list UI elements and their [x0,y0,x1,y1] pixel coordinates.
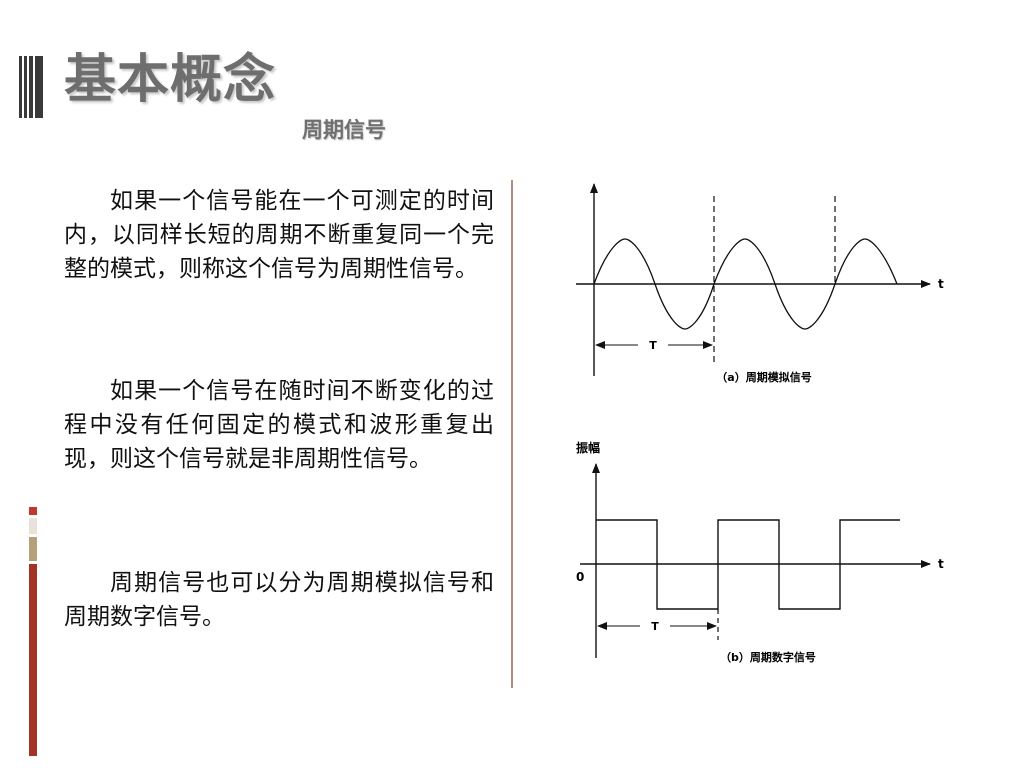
slide-title: 基本概念 [64,50,277,110]
figure-periodic-analog: T t （a）周期模拟信号 [576,183,944,384]
accent-bar-red-small [29,507,37,515]
analog-sine-wave [593,238,898,330]
paragraph-signal-types: 周期信号也可以分为周期模拟信号和周期数字信号。 [64,570,494,630]
digital-origin-label: 0 [576,570,584,584]
column-divider [511,180,513,688]
digital-t-label: t [938,557,944,571]
paragraph-periodic-definition: 如果一个信号能在一个可测定的时间内，以同样长短的周期不断重复同一个完整的模式，则… [64,188,494,282]
title-decoration [19,56,43,118]
digital-period-label: T [651,620,659,633]
digital-y-label: 振幅 [576,440,600,455]
analog-t-label: t [938,277,944,291]
digital-caption: （b）周期数字信号 [720,650,816,664]
accent-bar-red-long [29,564,37,756]
analog-period-label: T [649,339,657,352]
slide-subtitle: 周期信号 [302,118,386,142]
analog-caption: （a）周期模拟信号 [716,370,811,384]
accent-bar-tan [29,537,37,561]
digital-square-wave [596,519,900,610]
figure-periodic-digital: 振幅 0 T t （b）周期数字信号 [576,440,944,664]
paragraph-aperiodic-definition: 如果一个信号在随时间不断变化的过程中没有任何固定的模式和波形重复出现，则这个信号… [64,378,494,472]
accent-bar-cream [29,518,37,534]
